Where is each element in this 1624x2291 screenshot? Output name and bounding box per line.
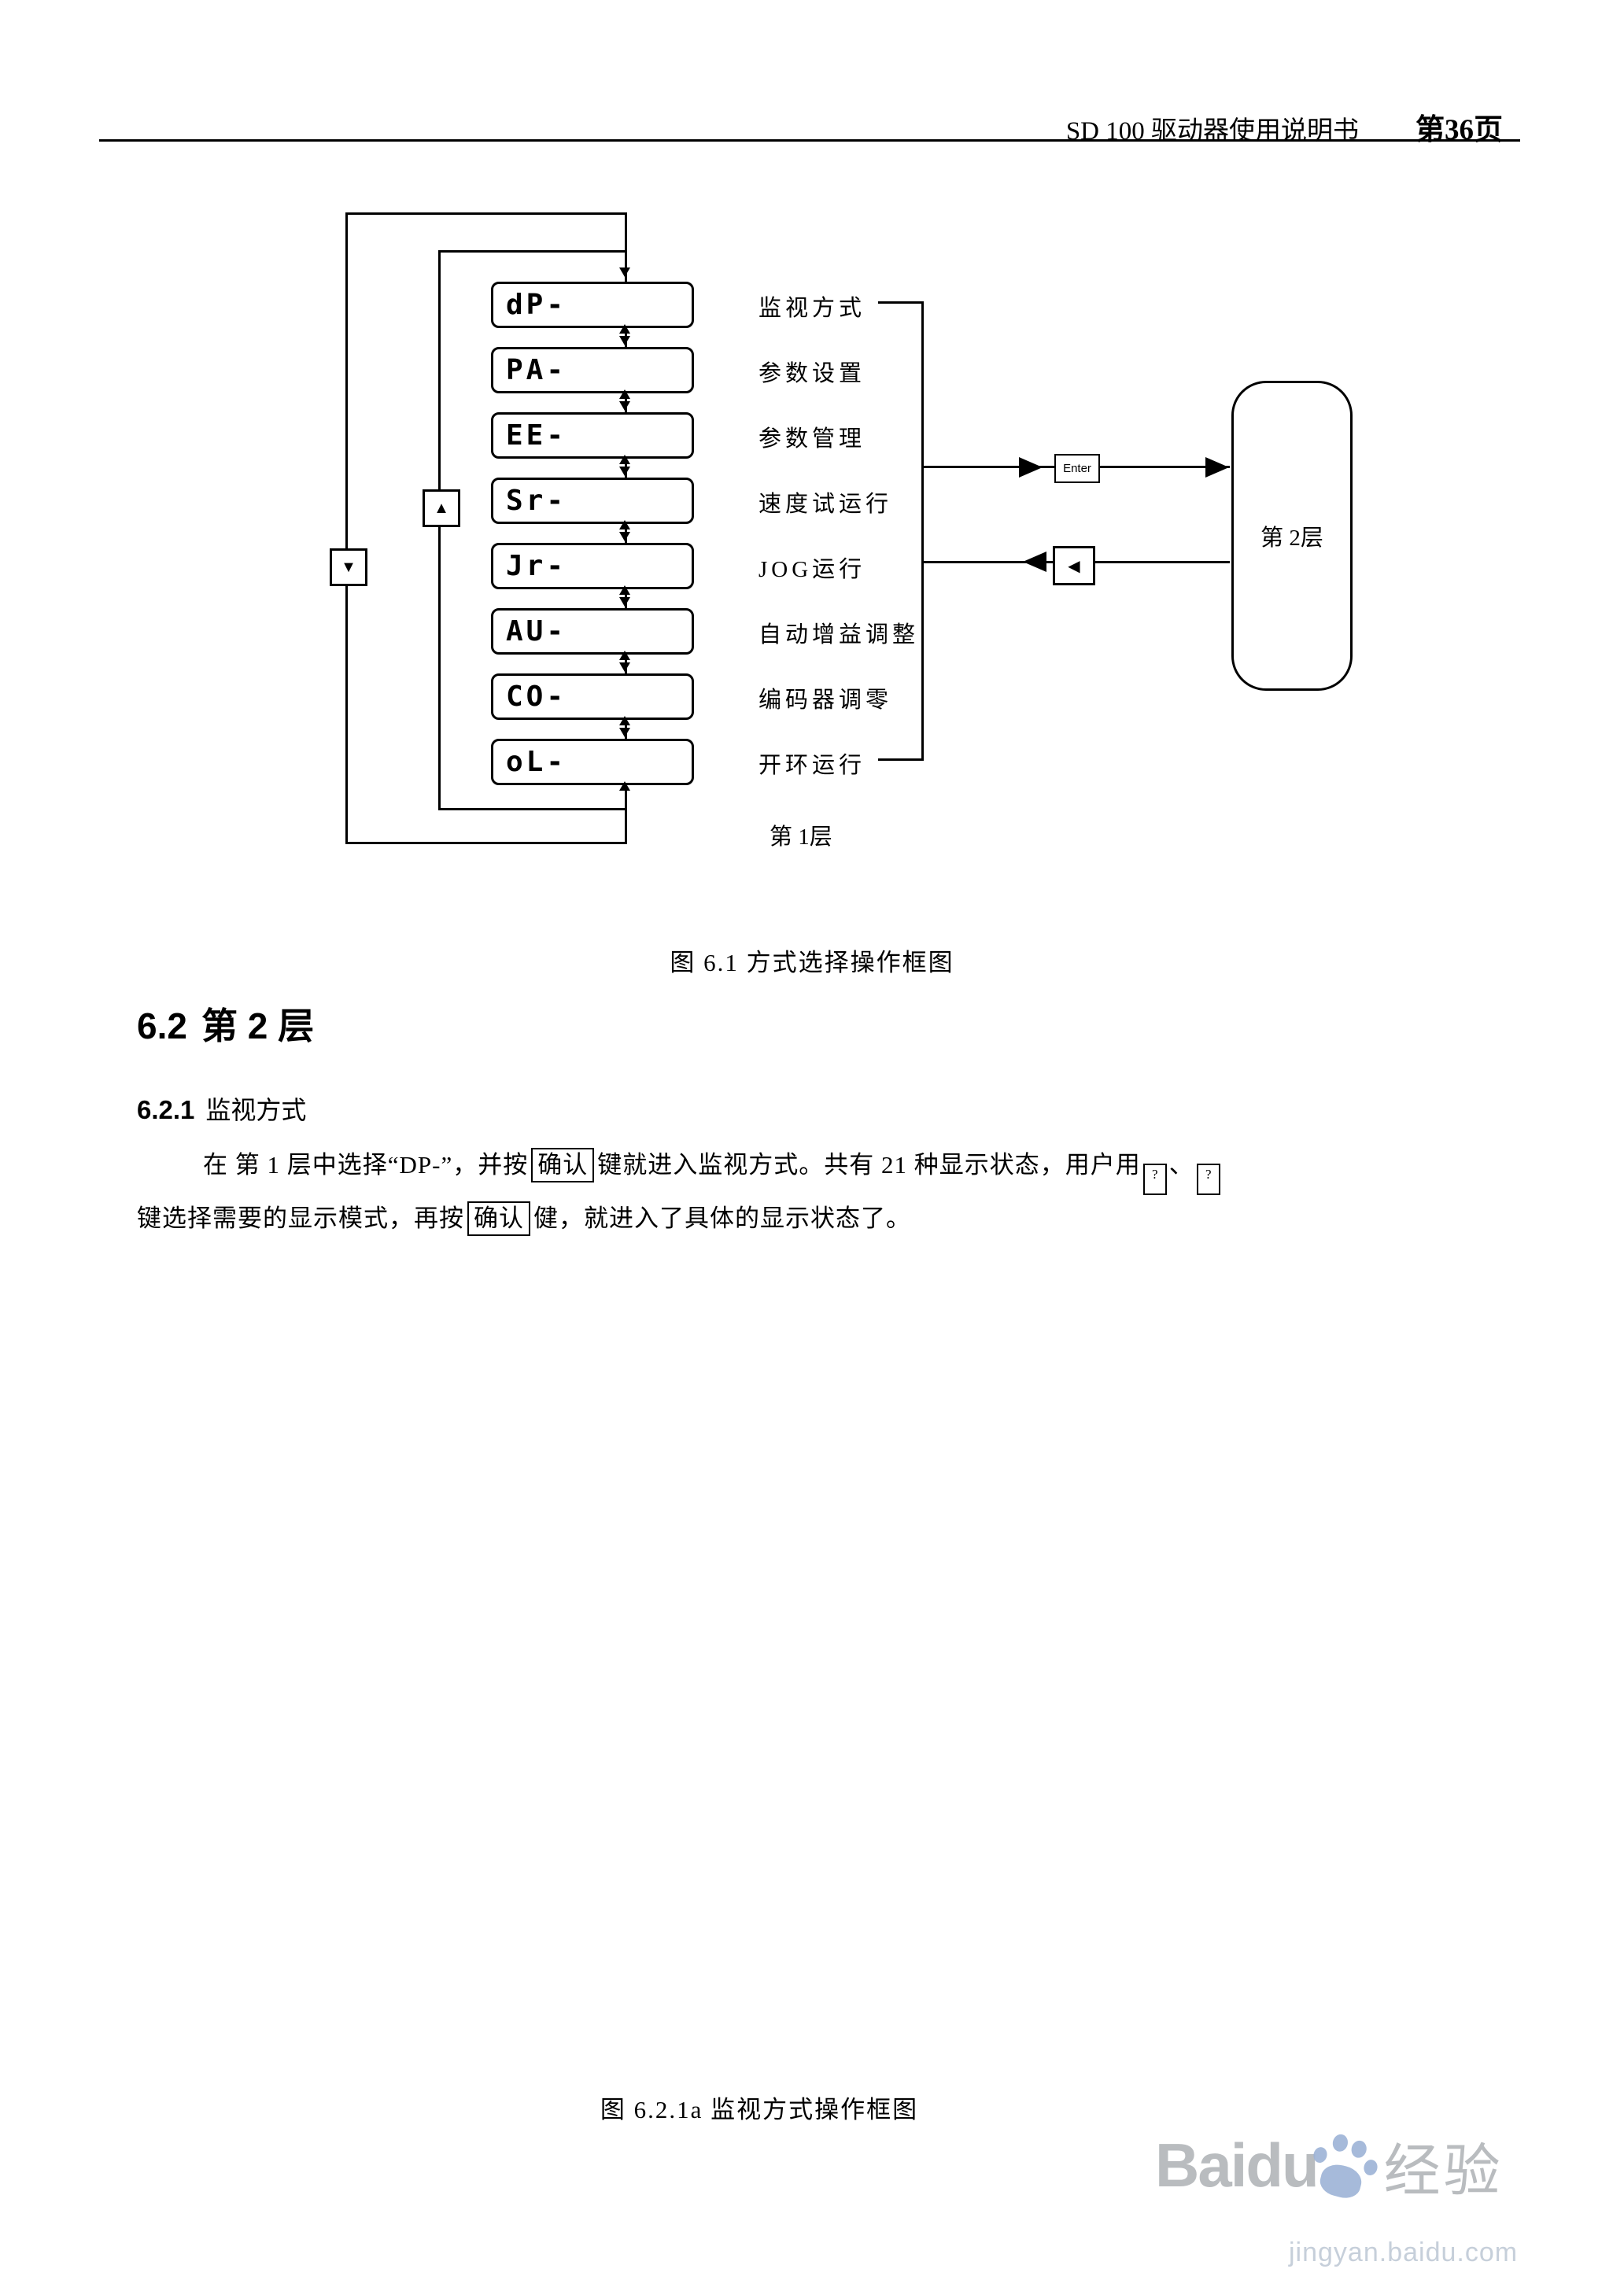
inner-loop-top-line [438, 250, 627, 253]
arrow-up-icon [619, 651, 630, 660]
arrow-down-icon [619, 401, 630, 411]
led-text: PA- [506, 354, 567, 386]
label-bracket-line [921, 301, 924, 761]
watermark: Baidu 经验 [1155, 2124, 1504, 2207]
mode-label-encoder-zero: 编码器调零 [758, 688, 893, 713]
arrow-down-icon [619, 662, 630, 672]
confirm-key-label: 确认 [531, 1148, 595, 1182]
level2-label: 第 2层 [1260, 526, 1323, 551]
mode-label-param-set: 参数设置 [758, 361, 866, 386]
section-number: 6.2 [137, 1005, 187, 1046]
watermark-brand-cjk: 经验 [1383, 2140, 1504, 2203]
arrow-down-icon [619, 336, 630, 345]
confirm-key-label: 确认 [467, 1201, 530, 1236]
paragraph-line-1: 在 第 1 层中选择“DP-”，并按确认键就进入监视方式。共有 21 种显示状态… [137, 1145, 1223, 1195]
mode-label-speed-trial: 速度试运行 [758, 492, 893, 517]
mode-label-param-mgmt: 参数管理 [758, 426, 866, 452]
paragraph-text: 健，就进入了具体的显示状态了。 [533, 1205, 911, 1232]
subsection-title: 监视方式 [205, 1096, 307, 1124]
level2-node: 第 2层 [1231, 381, 1353, 691]
outer-loop-bottom-line [345, 842, 627, 844]
section-heading: 6.2 第 2 层 [137, 998, 314, 1050]
led-text: dP- [506, 289, 567, 321]
arrow-up-icon [619, 389, 630, 399]
outer-loop-left-line [345, 212, 348, 844]
bracket-bottom-stub [878, 758, 924, 761]
led-text: EE- [506, 419, 567, 452]
arrow-up-icon [619, 585, 630, 595]
watermark-brand: Baidu [1155, 2131, 1320, 2200]
figure1-caption: 图 6.1 方式选择操作框图 [670, 949, 954, 976]
arrow-up-icon [619, 324, 630, 334]
paragraph-text: 在 第 1 层中选择“DP-”，并按 [203, 1151, 529, 1179]
arrow-left-icon [1023, 552, 1046, 572]
paragraph-text: 、 [1168, 1151, 1194, 1179]
arrow-up-icon [619, 455, 630, 464]
led-text: AU- [506, 615, 567, 647]
led-display-au: AU- [491, 608, 694, 655]
led-text: CO- [506, 681, 567, 713]
enter-key-icon: Enter [1054, 454, 1100, 483]
missing-glyph-box: ? [1196, 1164, 1220, 1195]
arrow-up-icon [619, 716, 630, 725]
arrow-up-icon [619, 781, 630, 791]
up-triangle-glyph: ▲ [434, 499, 449, 517]
watermark-url: jingyan.baidu.com [1289, 2238, 1519, 2267]
mode-label-open-loop: 开环运行 [758, 753, 866, 778]
arrow-down-icon [619, 597, 630, 607]
inner-loop-bottom-line [438, 808, 627, 810]
led-display-dp: dP- [491, 282, 694, 328]
left-triangle-glyph: ◀ [1068, 557, 1080, 575]
arrow-down-icon [619, 267, 630, 277]
enter-key-label: Enter [1063, 462, 1091, 475]
led-display-pa: PA- [491, 347, 694, 393]
paragraph-text: 键选择需要的显示模式，再按 [137, 1205, 464, 1232]
led-text: oL- [506, 746, 567, 778]
mode-label-monitor: 监视方式 [758, 296, 866, 321]
arrow-up-icon [619, 520, 630, 529]
subsection-number: 6.2.1 [137, 1095, 195, 1124]
down-key-icon: ▼ [330, 548, 367, 586]
bracket-top-stub [878, 301, 924, 304]
led-display-sr: Sr- [491, 478, 694, 524]
led-text: Sr- [506, 485, 567, 517]
subsection-heading: 6.2.1 监视方式 [137, 1090, 306, 1127]
led-display-co: CO- [491, 673, 694, 720]
back-key-icon: ◀ [1053, 546, 1095, 585]
arrow-right-icon [1019, 457, 1043, 478]
paragraph-line-2: 键选择需要的显示模式，再按确认健，就进入了具体的显示状态了。 [137, 1198, 911, 1236]
outer-loop-top-line [345, 212, 627, 215]
led-display-jr: Jr- [491, 543, 694, 589]
led-display-ol: oL- [491, 739, 694, 785]
arrow-down-icon [619, 728, 630, 737]
header-rule [99, 139, 1520, 142]
up-key-icon: ▲ [423, 489, 460, 527]
missing-glyph-box: ? [1142, 1164, 1167, 1195]
level1-label: 第 1层 [770, 825, 832, 850]
section-title: 第 2 层 [201, 1005, 315, 1046]
led-text: Jr- [506, 550, 567, 582]
down-triangle-glyph: ▼ [341, 558, 356, 576]
arrow-right-icon [1205, 457, 1229, 478]
led-display-ee: EE- [491, 412, 694, 459]
arrow-down-icon [619, 467, 630, 476]
mode-label-jog: JOG运行 [758, 557, 866, 582]
inner-loop-left-line [438, 250, 441, 810]
figure2-caption: 图 6.2.1a 监视方式操作框图 [600, 2096, 919, 2123]
mode-label-auto-gain: 自动增益调整 [758, 622, 920, 647]
paragraph-text: 键就进入监视方式。共有 21 种显示状态，用户用 [597, 1151, 1141, 1179]
arrow-down-icon [619, 532, 630, 541]
